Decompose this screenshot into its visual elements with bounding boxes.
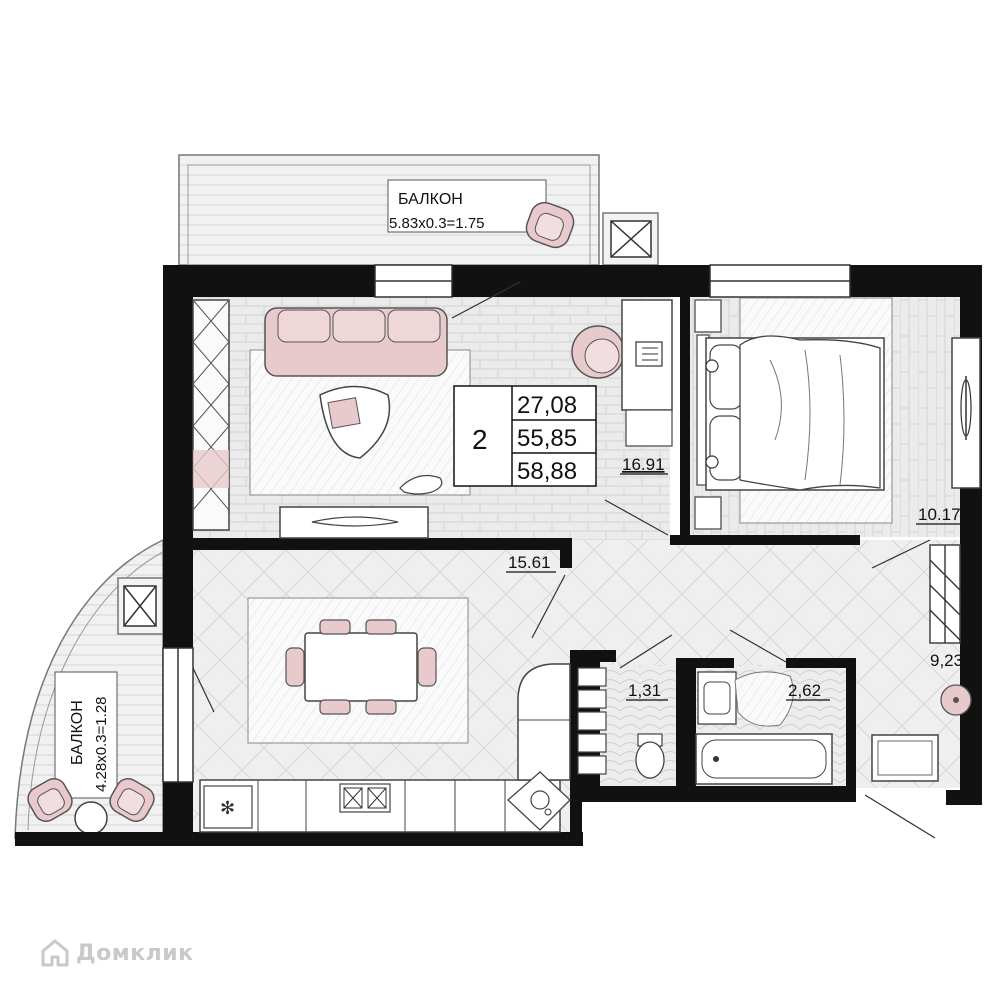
coffee-table-icon — [319, 385, 391, 459]
balcony-top-label-box — [387, 179, 547, 233]
summary-total-with-balcony: 58,88 — [517, 458, 577, 485]
watermark: Домклик — [40, 938, 194, 968]
round-stool-icon — [940, 684, 972, 716]
dining-table-icon — [304, 632, 418, 702]
area-living-room: 16.91 — [622, 455, 665, 474]
svg-text:✻: ✻ — [220, 798, 235, 819]
toilet-room — [577, 667, 665, 779]
tv-stand-icon — [279, 506, 429, 539]
living-room — [192, 299, 673, 539]
balcony-left-formula: 4.28x0.3=1.28 — [93, 696, 110, 792]
summary-total-area: 55,85 — [517, 425, 577, 452]
balcony-left: БАЛКОН 4.28x0.3=1.28 — [14, 538, 164, 839]
summary-table: 2 27,08 55,85 58,88 — [453, 385, 597, 487]
bathroom — [695, 671, 833, 785]
area-bathroom: 2,62 — [788, 681, 821, 700]
house-logo-icon — [41, 939, 69, 967]
balcony-left-armchair-2-icon — [109, 778, 155, 822]
area-bedroom: 10.17 — [918, 505, 961, 524]
summary-living-area: 27,08 — [517, 392, 577, 419]
lamp-top-icon — [705, 359, 719, 373]
balcony-left-armchair-1-icon — [27, 778, 73, 822]
dining-chairs-icon — [285, 619, 437, 715]
balcony-armchair-icon — [525, 201, 575, 249]
shelves-icon — [577, 667, 607, 775]
bath-mat-icon — [734, 671, 794, 727]
area-kitchen-dining: 15.61 — [508, 553, 551, 572]
room-labels: 16.91 10.17 15.61 9,23 1,31 2,62 — [506, 455, 963, 701]
area-hallway: 9,23 — [930, 651, 963, 670]
wardrobe-bedroom-icon — [951, 337, 981, 489]
hallway-wardrobe-icon — [929, 544, 961, 644]
desk-icon — [621, 299, 673, 447]
bathtub-icon — [695, 733, 833, 785]
stove-icon — [339, 783, 391, 813]
windows — [162, 264, 851, 783]
walls — [15, 265, 982, 846]
vent-box-icon — [602, 212, 659, 266]
cat-icon — [399, 475, 443, 495]
balcony-top-formula: 5.83x0.3=1.75 — [389, 215, 485, 232]
sofa-icon — [264, 307, 448, 377]
bed-icon — [696, 334, 885, 491]
armchair-living-icon — [571, 325, 625, 379]
wardrobe-living — [192, 299, 230, 531]
lamp-bottom-icon — [705, 455, 719, 469]
vent-box-left-icon — [117, 577, 164, 635]
nightstand-bottom-icon — [694, 496, 722, 530]
doors — [192, 281, 936, 839]
balcony-table-icon — [74, 801, 108, 835]
bedroom — [694, 297, 981, 530]
sink-icon — [507, 771, 571, 831]
bathroom-sink-icon — [697, 671, 737, 725]
watermark-text: Домклик — [76, 940, 194, 966]
balcony-top: БАЛКОН 5.83x0.3=1.75 — [178, 154, 659, 266]
balcony-top-label: БАЛКОН — [398, 191, 463, 208]
kitchen: ✻ — [199, 597, 571, 833]
balcony-left-label: БАЛКОН — [69, 700, 86, 765]
nightstand-top-icon — [694, 299, 722, 333]
fridge-icon: ✻ — [203, 785, 253, 829]
area-toilet: 1,31 — [628, 681, 661, 700]
hallway — [871, 544, 972, 782]
shoe-rack-icon — [871, 734, 939, 782]
summary-rooms: 2 — [472, 424, 488, 455]
balcony-left-label-box — [54, 671, 118, 799]
toilet-icon — [635, 733, 665, 779]
